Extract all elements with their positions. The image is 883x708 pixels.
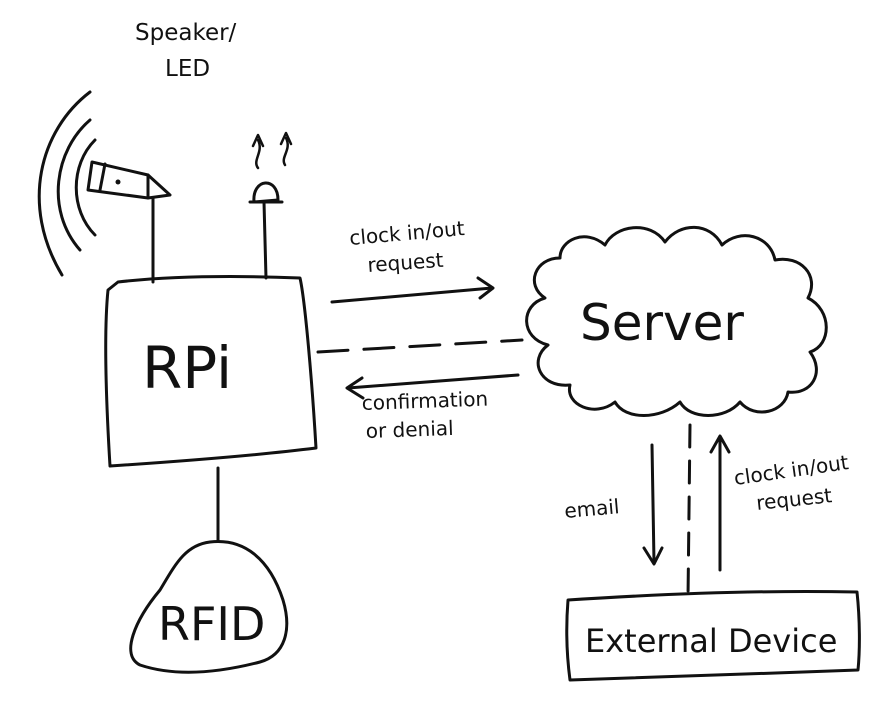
- speaker-led-label-line1: Speaker/: [135, 20, 237, 46]
- clock-request-top-line2: request: [367, 248, 445, 277]
- request-arrow: [330, 276, 495, 304]
- server-device-link: [686, 423, 692, 600]
- email-arrow: [642, 443, 664, 566]
- clock-request-right-line1: clock in/out: [732, 450, 850, 490]
- speaker-led-label-line2: LED: [165, 56, 210, 82]
- led-icon: [248, 131, 293, 280]
- rfid-shape: [129, 540, 289, 674]
- speaker-icon: [86, 160, 172, 284]
- confirmation-line2: or denial: [365, 416, 454, 443]
- external-device-label: External Device: [585, 622, 837, 660]
- sound-waves: [37, 90, 97, 277]
- confirmation-arrow: [345, 373, 520, 400]
- clock-request-right-line2: request: [755, 483, 833, 515]
- device-request-arrow: [709, 434, 731, 572]
- confirmation-line1: confirmation: [361, 387, 488, 415]
- rfid-label: RFID: [158, 597, 265, 651]
- rpi-server-link: [316, 338, 524, 354]
- rpi-label: RPi: [142, 334, 232, 402]
- server-cloud: [525, 225, 828, 417]
- server-label: Server: [580, 294, 744, 352]
- email-label: email: [563, 494, 620, 523]
- clock-request-top-line1: clock in/out: [348, 216, 465, 250]
- rpi-box: [104, 275, 318, 468]
- external-device-box: [565, 589, 861, 682]
